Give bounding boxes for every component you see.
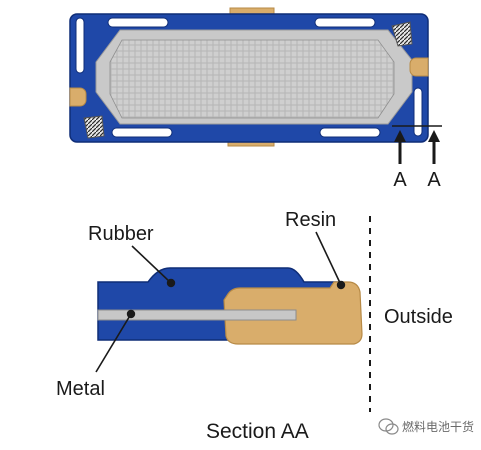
right-clip <box>409 57 429 77</box>
manifold-grill-bottom-left <box>83 115 105 139</box>
frame-slot <box>319 127 381 138</box>
cross-section <box>97 216 371 412</box>
frame-slot <box>107 17 169 28</box>
wechat-icon <box>378 418 399 435</box>
outside-label: Outside <box>384 306 453 328</box>
metal-leader-dot <box>126 309 136 319</box>
frame-slot <box>413 87 423 137</box>
left-clip <box>69 87 87 107</box>
frame-slot <box>111 127 173 138</box>
metal-sheet <box>97 309 297 321</box>
watermark-text: 燃料电池干货 <box>402 419 474 434</box>
arrow-head-left <box>394 130 406 142</box>
frame-slot <box>314 17 376 28</box>
section-marker: A A <box>392 125 442 191</box>
section-title: Section AA <box>206 420 309 443</box>
gasket-plan-view <box>69 7 429 147</box>
active-area <box>109 39 395 119</box>
arrow-head-right <box>428 130 440 142</box>
section-letter-right: A <box>427 169 441 191</box>
rubber-leader-dot <box>166 278 176 288</box>
frame-slot <box>75 17 85 74</box>
resin-label: Resin <box>285 209 336 231</box>
rubber-leader <box>131 245 172 284</box>
metal-leader <box>95 313 132 373</box>
rubber-label: Rubber <box>88 223 154 245</box>
resin-leader-dot <box>336 280 346 290</box>
section-letter-left: A <box>393 169 407 191</box>
manifold-grill-top-right <box>391 21 413 47</box>
resin-leader <box>315 231 342 286</box>
metal-label: Metal <box>56 378 105 400</box>
watermark: 燃料电池干货 <box>378 418 474 435</box>
